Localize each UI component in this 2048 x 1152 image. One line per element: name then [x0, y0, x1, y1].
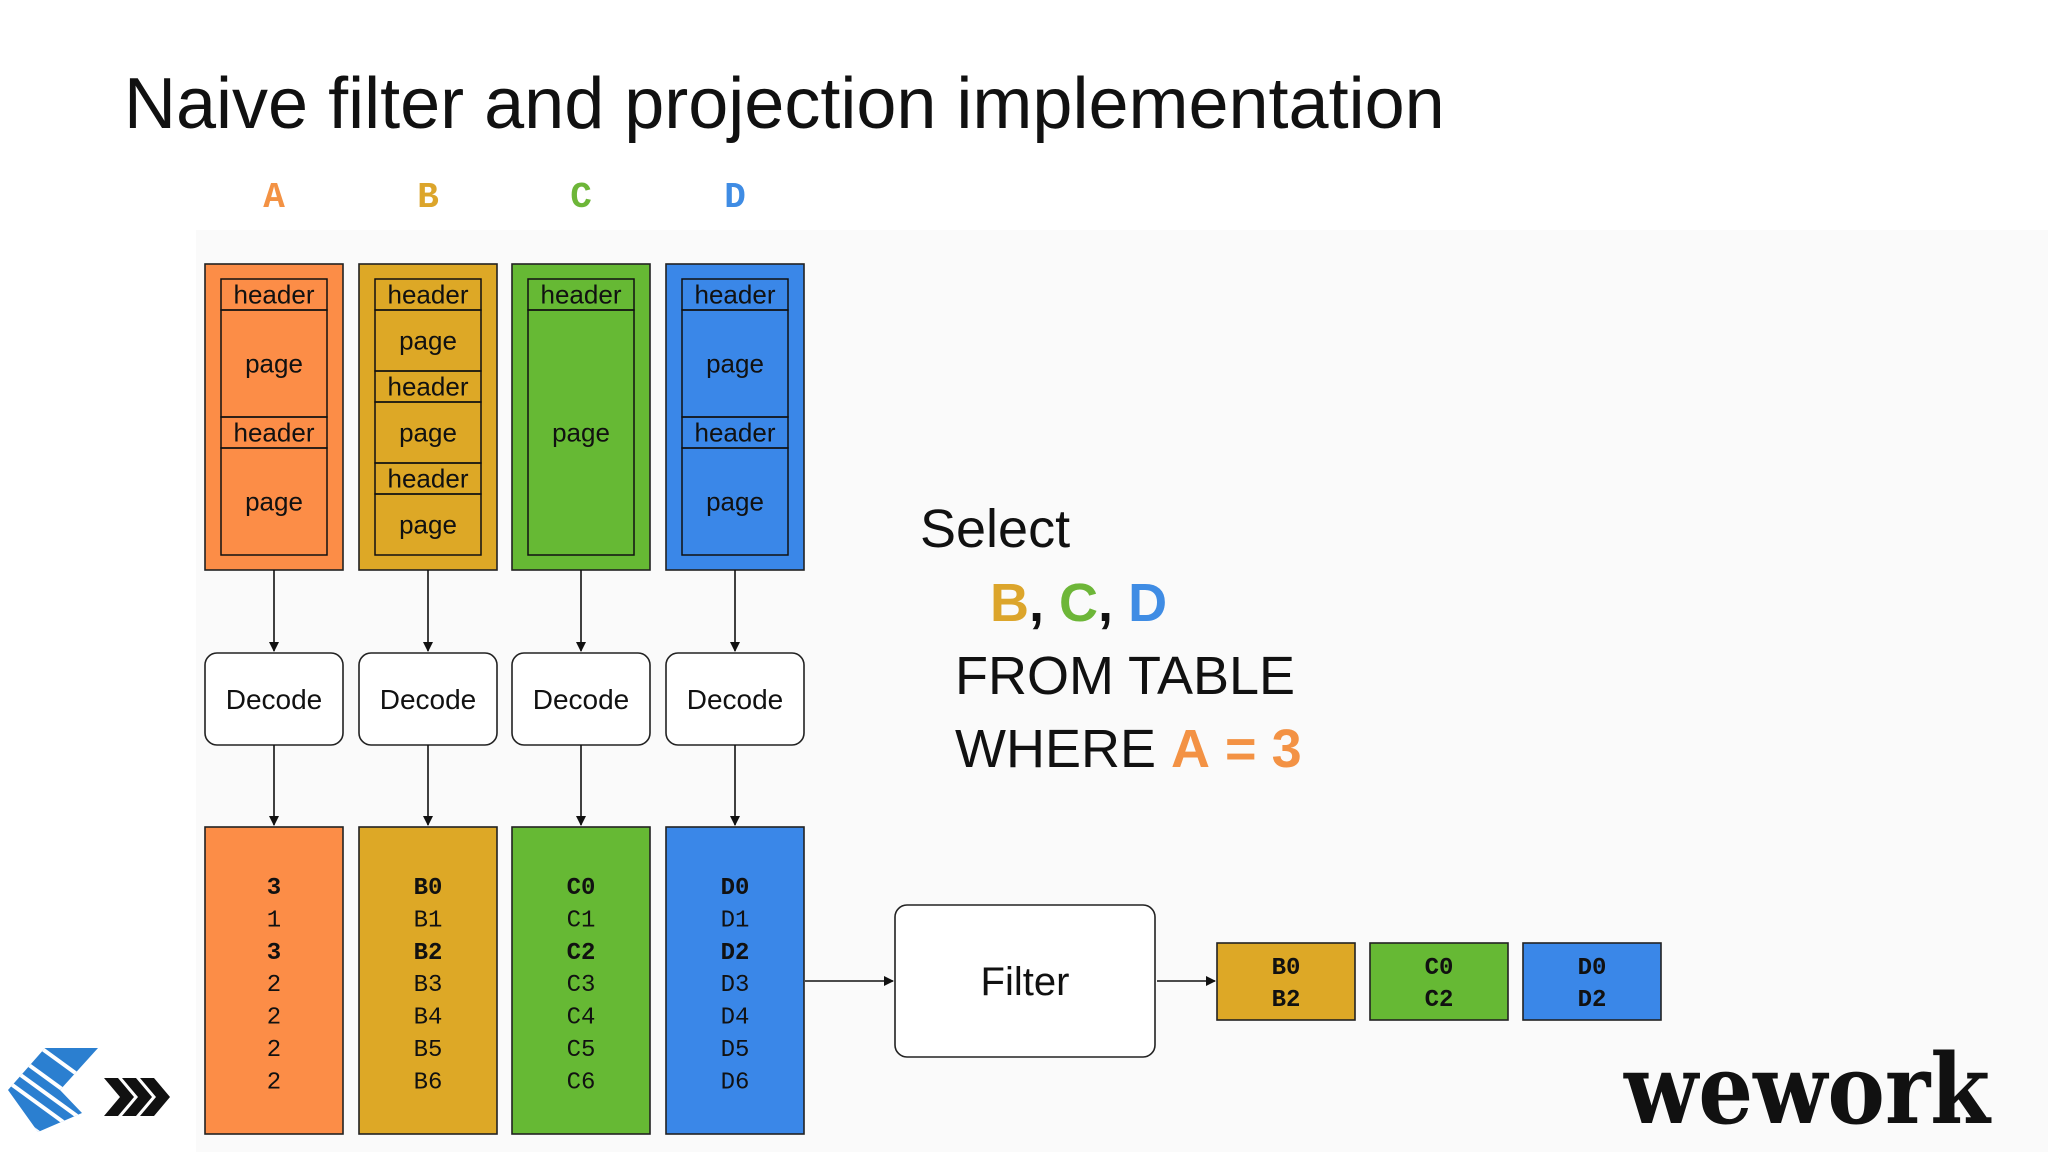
value-cell: D1 — [721, 907, 750, 934]
value-cell: B1 — [414, 907, 443, 934]
query-where-line: WHERE A = 3 — [955, 719, 1302, 779]
output-value: B0 — [1272, 955, 1301, 982]
value-cell: C6 — [567, 1069, 596, 1096]
value-cell: D3 — [721, 972, 750, 999]
output-value: B2 — [1272, 987, 1301, 1014]
page-block — [527, 309, 635, 556]
output-value: C2 — [1425, 987, 1454, 1014]
value-cell: C1 — [567, 907, 596, 934]
slide-title: Naive filter and projection implementati… — [124, 64, 1445, 144]
filter-box — [894, 904, 1156, 1058]
query-column-d: D — [1128, 573, 1167, 633]
filter-label: Filter — [981, 960, 1070, 1004]
decode-label: Decode — [533, 684, 630, 715]
sql-query: Select B, C, D FROM TABLE WHERE A = 3 — [920, 499, 1302, 779]
value-cell: B3 — [414, 972, 443, 999]
query-projection-line: B, C, D — [990, 573, 1167, 633]
value-cell: C5 — [567, 1037, 596, 1064]
output-b — [1216, 942, 1356, 1021]
decoded-values-b — [358, 826, 498, 1135]
value-cell: B5 — [414, 1037, 443, 1064]
output-value: D2 — [1578, 987, 1607, 1014]
value-cell: 2 — [267, 972, 281, 999]
query-from: FROM TABLE — [955, 646, 1295, 706]
decoded-values-c — [511, 826, 651, 1135]
value-cell: C2 — [567, 940, 596, 967]
value-cell: 1 — [267, 907, 281, 934]
column-label-b: B — [417, 177, 439, 218]
query-select: Select — [920, 499, 1070, 559]
page-block — [220, 447, 328, 556]
decoded-values-d — [665, 826, 805, 1135]
output-value: D0 — [1578, 955, 1607, 982]
value-cell: B4 — [414, 1005, 443, 1032]
column-label-c: C — [570, 177, 592, 218]
query-where-keyword: WHERE — [955, 719, 1156, 779]
decode-label: Decode — [226, 684, 323, 715]
output-c — [1369, 942, 1509, 1021]
value-cell: D4 — [721, 1005, 750, 1032]
value-cell: 3 — [267, 940, 281, 967]
decode-label: Decode — [380, 684, 477, 715]
decode-label: Decode — [687, 684, 784, 715]
arrow-stripes-logo-icon — [8, 1048, 170, 1132]
page-label: page — [706, 487, 764, 517]
value-cell: D6 — [721, 1069, 750, 1096]
value-cell: C4 — [567, 1005, 596, 1032]
page-block — [681, 447, 789, 556]
page-label: page — [399, 510, 457, 540]
value-cell: 3 — [267, 875, 281, 902]
decoded-values-a — [204, 826, 344, 1135]
value-cell: 2 — [267, 1069, 281, 1096]
value-cell: 2 — [267, 1005, 281, 1032]
filter-stage: Filter — [805, 904, 1216, 1058]
header-label: header — [234, 418, 315, 448]
value-cell: B2 — [414, 940, 443, 967]
value-cell: D5 — [721, 1037, 750, 1064]
header-label: header — [234, 280, 315, 310]
page-block — [374, 493, 482, 556]
header-label: header — [388, 280, 469, 310]
header-label: header — [388, 464, 469, 494]
query-where-value: 3 — [1272, 719, 1302, 779]
page-label: page — [552, 418, 610, 448]
header-label: header — [388, 372, 469, 402]
page-label: page — [399, 326, 457, 356]
output-d — [1522, 942, 1662, 1021]
column-label-a: A — [263, 177, 285, 218]
column-file-c — [511, 263, 651, 571]
column-file-b — [358, 263, 498, 571]
page-label: page — [245, 349, 303, 379]
query-where-operator: = — [1225, 719, 1257, 779]
query-where-column: A — [1171, 719, 1210, 779]
value-cell: D0 — [721, 875, 750, 902]
query-column-b: B — [990, 573, 1029, 633]
page-label: page — [245, 487, 303, 517]
query-column-c: C — [1059, 573, 1098, 633]
value-cell: B0 — [414, 875, 443, 902]
page-label: page — [399, 418, 457, 448]
value-cell: C0 — [567, 875, 596, 902]
header-label: header — [695, 418, 776, 448]
header-label: header — [695, 280, 776, 310]
query-comma: , — [1098, 573, 1113, 633]
column-label-d: D — [724, 177, 746, 218]
value-cell: B6 — [414, 1069, 443, 1096]
wework-logo: wework — [1623, 1033, 1992, 1146]
value-cell: 2 — [267, 1037, 281, 1064]
page-label: page — [706, 349, 764, 379]
query-comma: , — [1029, 573, 1044, 633]
value-cell: C3 — [567, 972, 596, 999]
header-label: header — [541, 280, 622, 310]
value-cell: D2 — [721, 940, 750, 967]
output-value: C0 — [1425, 955, 1454, 982]
